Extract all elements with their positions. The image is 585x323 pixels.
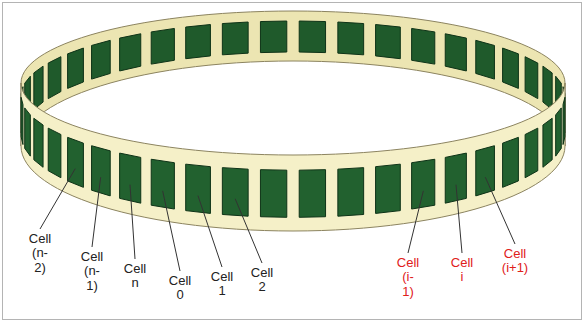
cell [476,146,495,196]
band-front [21,83,565,231]
cell [92,146,111,196]
cell [68,48,84,88]
cell-label: Cell 1 [211,270,233,299]
band-back [21,11,565,146]
cell [34,118,43,167]
cell-label: Cell (i-1) [397,256,419,299]
cell [412,28,435,64]
cell [556,108,562,156]
cell [476,40,495,79]
cell [260,170,286,218]
cell [25,108,31,156]
cell-label: Cell 2 [251,266,273,295]
cell [48,57,61,99]
cell [299,21,325,53]
leader-line [235,199,262,263]
leader-line [408,191,423,253]
cell-label: Cell i [451,256,473,285]
cell [186,164,211,213]
cell [525,57,538,99]
cell [445,34,466,71]
cell [376,25,401,59]
leader-lines [40,169,515,271]
cell [543,118,552,167]
cell [503,137,519,187]
cell [92,40,111,79]
cell-label: Cell 0 [169,274,191,303]
cell [151,159,174,209]
cell [543,66,552,109]
cell [260,21,286,53]
leader-line [198,196,222,267]
leader-line [40,169,75,229]
cell [412,159,435,209]
leader-line [92,177,101,247]
cell-label: Cell (i+1) [502,247,528,276]
cell [299,170,325,218]
cell [376,164,401,213]
cell [151,28,174,64]
cell [120,153,141,203]
leader-line [485,177,515,244]
cell [222,168,248,217]
cell [186,25,211,59]
ring [21,11,565,231]
cell [48,128,61,178]
cell [338,168,364,217]
leader-line [163,191,180,271]
cell [34,66,43,109]
cell [525,128,538,178]
cell [120,34,141,71]
cell-label: Cell n [124,262,146,291]
cell [222,22,248,55]
cell [21,97,23,144]
cell [563,97,565,144]
cell [445,153,466,203]
cell [503,48,519,88]
cell [68,137,84,187]
leader-line [456,185,462,253]
leader-line [130,185,135,259]
cell-label: Cell (n-1) [81,250,103,293]
cell-label: Cell (n-2) [29,232,51,275]
frame [3,3,582,320]
cell [338,22,364,55]
